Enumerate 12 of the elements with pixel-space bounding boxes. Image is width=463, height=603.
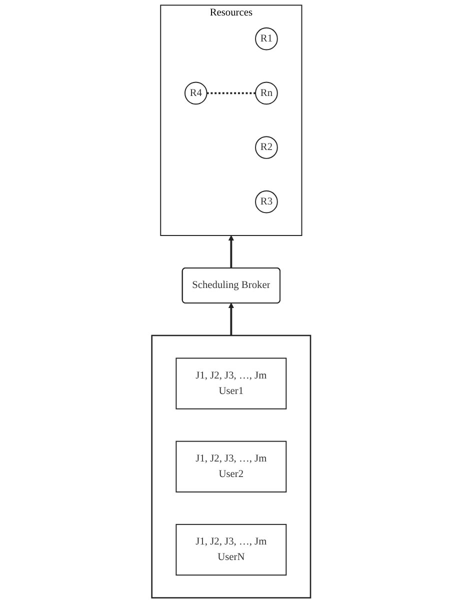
node-box: J1, J2, J3, …, Jm User1 [176,358,287,410]
arrow [228,235,234,268]
cluster [152,334,312,598]
node-box: J1, J2, J3, …, Jm User2 [176,440,287,492]
connector [207,92,256,94]
node-box: J1, J2, J3, …, Jm UserN [176,524,287,576]
node-circle: R3 [255,190,278,214]
node-circle: Rn [255,82,278,105]
node-circle: R1 [255,27,278,50]
node-circle: R4 [184,82,208,105]
arrow [228,302,234,336]
node-circle: R2 [255,136,278,159]
